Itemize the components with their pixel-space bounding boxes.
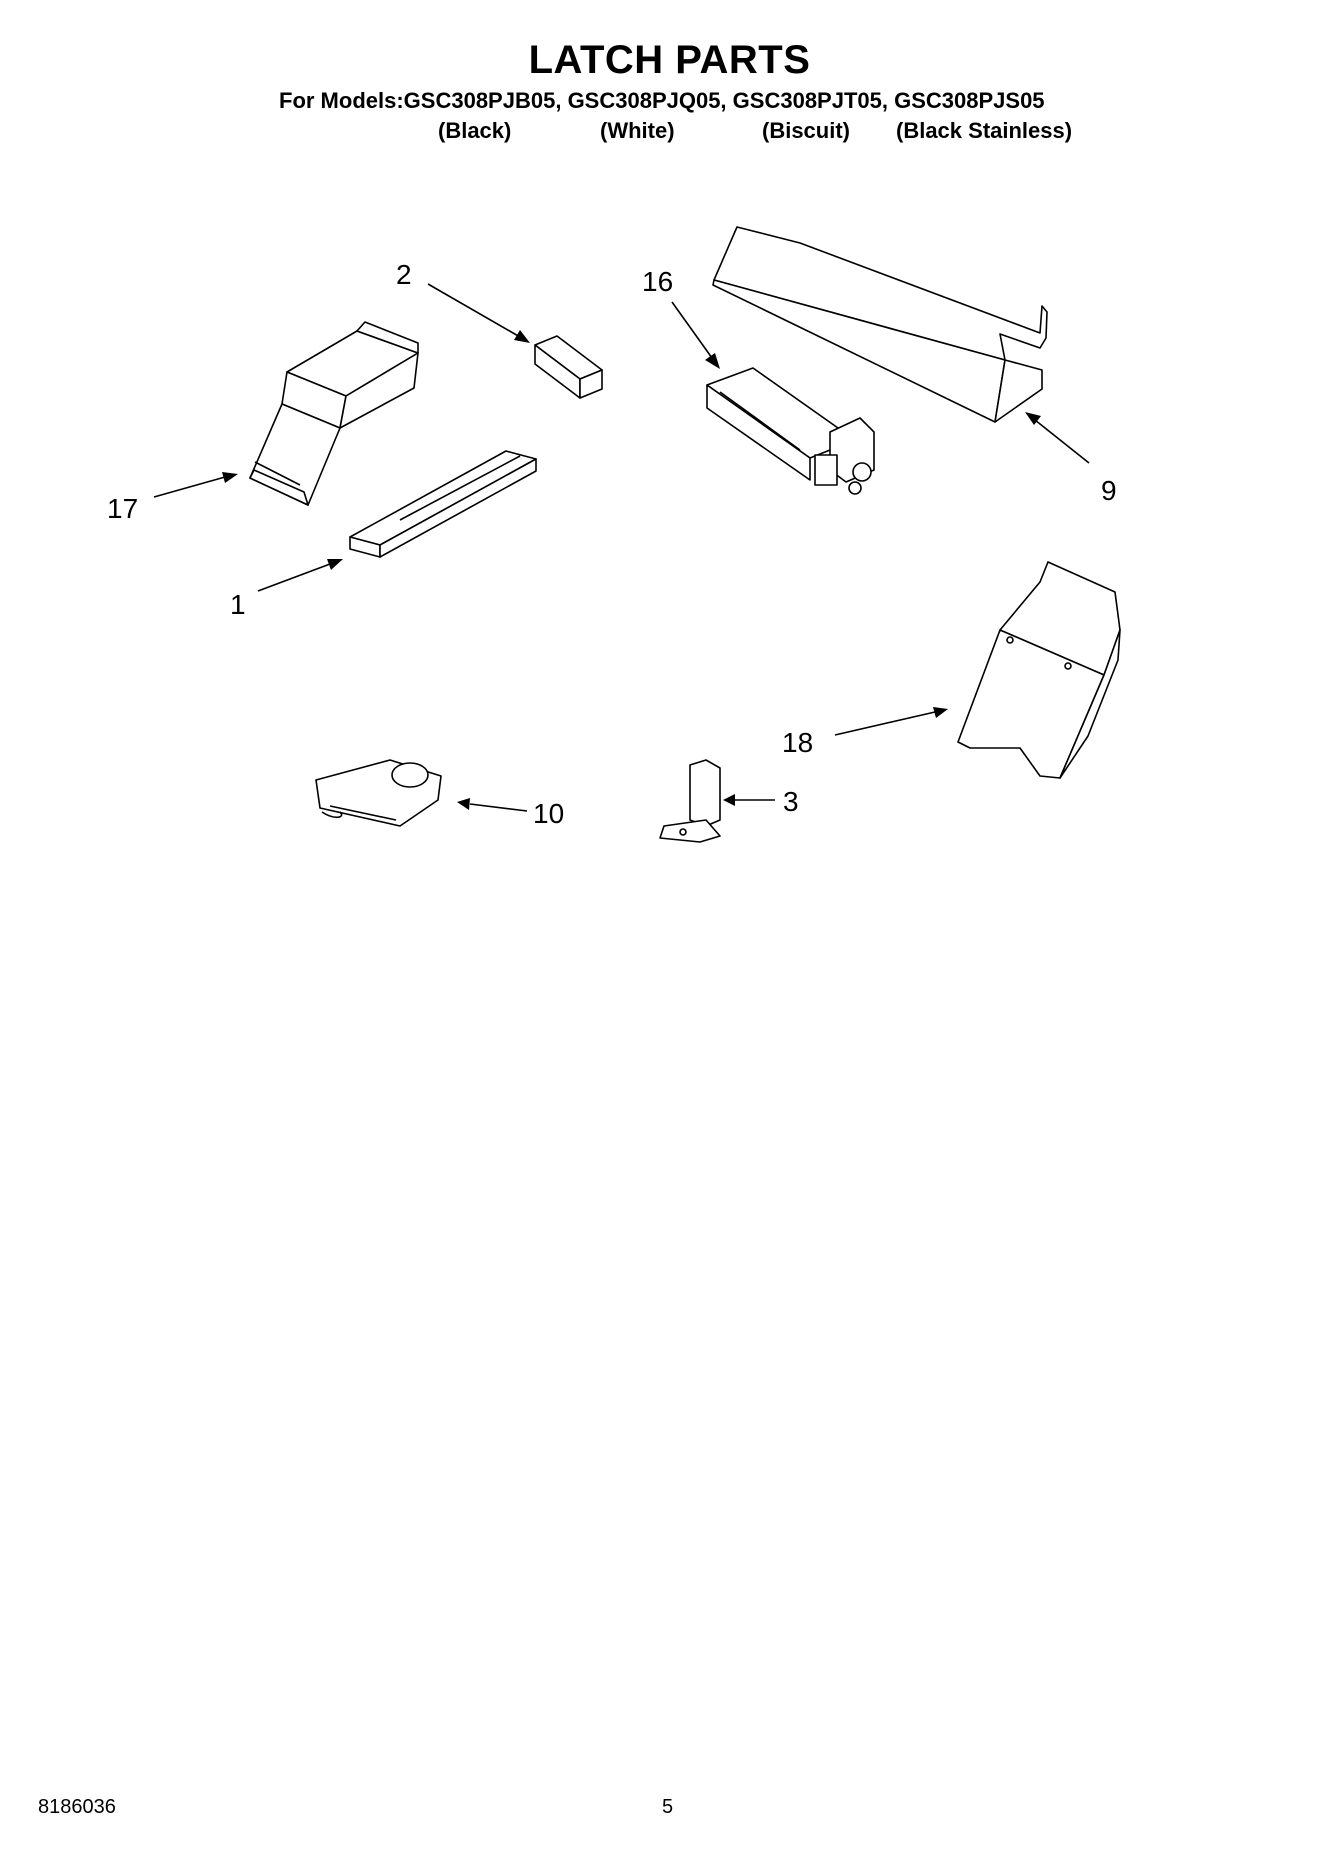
models-line: For Models:GSC308PJB05, GSC308PJQ05, GSC… bbox=[279, 88, 1045, 114]
color-label: (Black Stainless) bbox=[896, 118, 1073, 143]
part-1-strip bbox=[349, 450, 537, 558]
model-number: GSC308PJB05, bbox=[403, 88, 562, 113]
callout-arrow bbox=[427, 283, 530, 343]
callout-arrow bbox=[257, 559, 343, 592]
callout-16: 16 bbox=[642, 266, 673, 297]
models-prefix: For Models: bbox=[279, 88, 404, 113]
part-2-block bbox=[534, 335, 603, 399]
callout-arrow bbox=[723, 794, 775, 806]
part-9-shield bbox=[712, 226, 1048, 423]
callout-arrow bbox=[1025, 412, 1090, 464]
callout-9: 9 bbox=[1101, 475, 1117, 506]
color-label: (White) bbox=[600, 118, 675, 143]
callout-arrow bbox=[153, 472, 238, 498]
document-number: 8186036 bbox=[38, 1796, 116, 1818]
callout-2: 2 bbox=[396, 259, 412, 290]
part-10-switch-assembly bbox=[315, 759, 442, 827]
callout-18: 18 bbox=[782, 727, 813, 758]
callout-arrow bbox=[457, 798, 528, 812]
part-16-latch-assembly bbox=[706, 367, 875, 495]
callout-10: 10 bbox=[533, 798, 564, 829]
model-number: GSC308PJS05 bbox=[894, 88, 1045, 113]
color-label: (Black) bbox=[438, 118, 512, 143]
model-number: GSC308PJT05, bbox=[732, 88, 888, 113]
part-17-bracket bbox=[249, 321, 419, 506]
color-label: (Biscuit) bbox=[762, 118, 850, 143]
part-3-angle-bracket bbox=[659, 759, 721, 843]
callout-17: 17 bbox=[107, 493, 138, 524]
callout-1: 1 bbox=[230, 589, 246, 620]
part-18-bracket bbox=[957, 561, 1121, 779]
callout-3: 3 bbox=[783, 786, 799, 817]
page-title: LATCH PARTS bbox=[528, 38, 811, 82]
model-number: GSC308PJQ05, bbox=[567, 88, 727, 113]
callout-arrow bbox=[671, 301, 720, 369]
callout-arrow bbox=[834, 707, 948, 736]
page-number: 5 bbox=[662, 1796, 674, 1818]
